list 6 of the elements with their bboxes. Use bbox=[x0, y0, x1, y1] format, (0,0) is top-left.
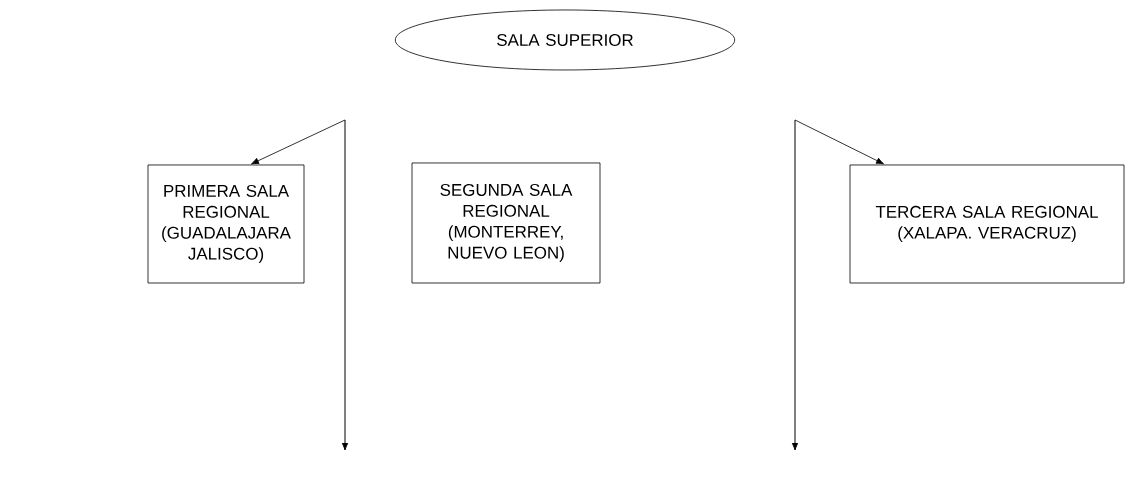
arrow bbox=[794, 119, 884, 165]
ellipse-node: SALA SUPERIOR bbox=[394, 9, 736, 71]
arrow bbox=[251, 119, 346, 165]
process-box: PRIMERA SALA REGIONAL (GUADALAJARA JALISCO) bbox=[147, 164, 305, 284]
process-box: SEGUNDA SALA REGIONAL (MONTERREY, NUEVO LEON) bbox=[411, 162, 601, 284]
process-box: TERCERA SALA REGIONAL (XALAPA. VERACRUZ) bbox=[849, 164, 1125, 284]
